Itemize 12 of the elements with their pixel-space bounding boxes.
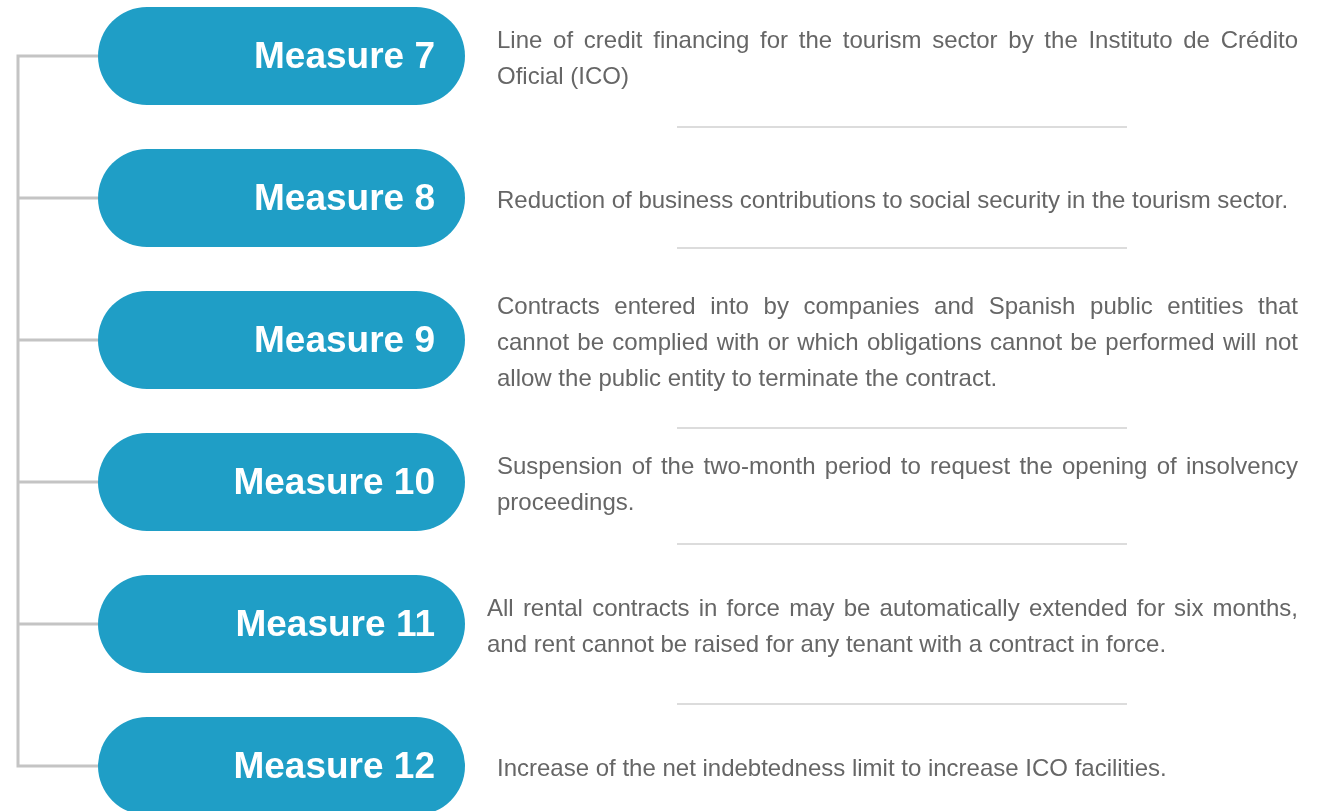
measure-description: Suspension of the two-month period to request the opening of insolvency proceedings. xyxy=(497,451,1298,517)
measure-description: Reduction of business contributions to social security in the tourism sector. xyxy=(497,185,1290,215)
measure-label: Measure 11 xyxy=(235,603,435,645)
measure-description: Contracts entered into by companies and Spanish public entities that cannot be complied with or which obligations cannot be performed will not allow the public entity to terminate the contract. xyxy=(497,291,1298,393)
measure-label: Measure 9 xyxy=(254,319,435,361)
measure-label: Measure 10 xyxy=(233,461,435,503)
measure-label: Measure 8 xyxy=(254,177,435,219)
measure-description: All rental contracts in force may be automatically extended for six months, and rent cannot be raised for any tenant with a contract in force. xyxy=(487,593,1298,659)
measure-label: Measure 12 xyxy=(233,745,435,787)
measure-description: Line of credit financing for the tourism sector by the Instituto de Crédito Oficial (ICO) xyxy=(497,25,1298,91)
measure-description: Increase of the net indebtedness limit to increase ICO facilities. xyxy=(497,753,1168,783)
measure-label: Measure 7 xyxy=(254,35,435,77)
